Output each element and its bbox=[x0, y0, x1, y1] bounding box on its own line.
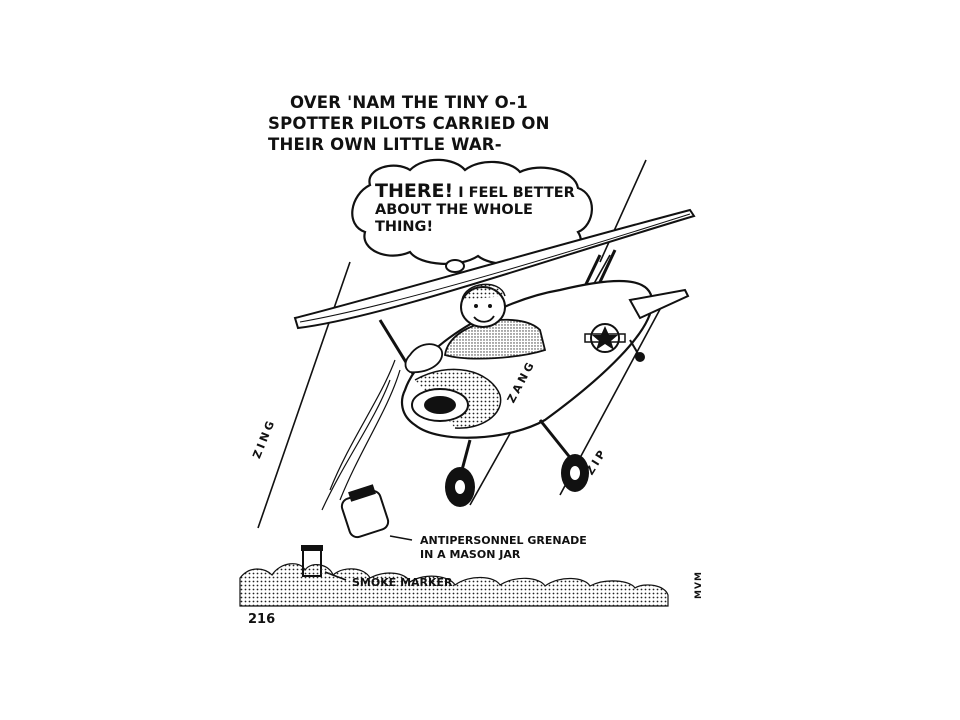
treeline bbox=[239, 563, 669, 607]
grenade-label: Antipersonnel grenade in a mason jar bbox=[420, 534, 587, 562]
motion-lines bbox=[321, 359, 401, 511]
bubble-message: I feel better about the whole thing! bbox=[375, 185, 575, 235]
grenade-label-line-1: Antipersonnel grenade bbox=[420, 534, 587, 547]
fuselage bbox=[400, 279, 654, 439]
landing-gear bbox=[445, 419, 589, 507]
caption-line-2: spotter pilots carried on bbox=[268, 114, 550, 133]
tail bbox=[628, 288, 690, 362]
artist-signature: MVM bbox=[693, 571, 704, 599]
smoke-marker-label: Smoke marker bbox=[352, 576, 453, 589]
caption-line-3: their own little war- bbox=[268, 135, 502, 154]
grenade-jar bbox=[340, 484, 413, 541]
page-number: 216 bbox=[248, 612, 276, 627]
caption: Over 'Nam the tiny O-1 spotter pilots ca… bbox=[268, 92, 648, 155]
cartoon-illustration bbox=[239, 158, 696, 607]
caption-line-1: Over 'Nam the tiny O-1 bbox=[290, 93, 528, 112]
top-wing bbox=[293, 208, 696, 330]
bubble-exclaim: THERE! bbox=[375, 180, 454, 202]
grenade-label-line-2: in a mason jar bbox=[420, 548, 521, 561]
speech-bubble-text: THERE! I feel better about the whole thi… bbox=[375, 180, 575, 236]
thought-bubble bbox=[351, 158, 593, 285]
pilot bbox=[404, 283, 547, 374]
